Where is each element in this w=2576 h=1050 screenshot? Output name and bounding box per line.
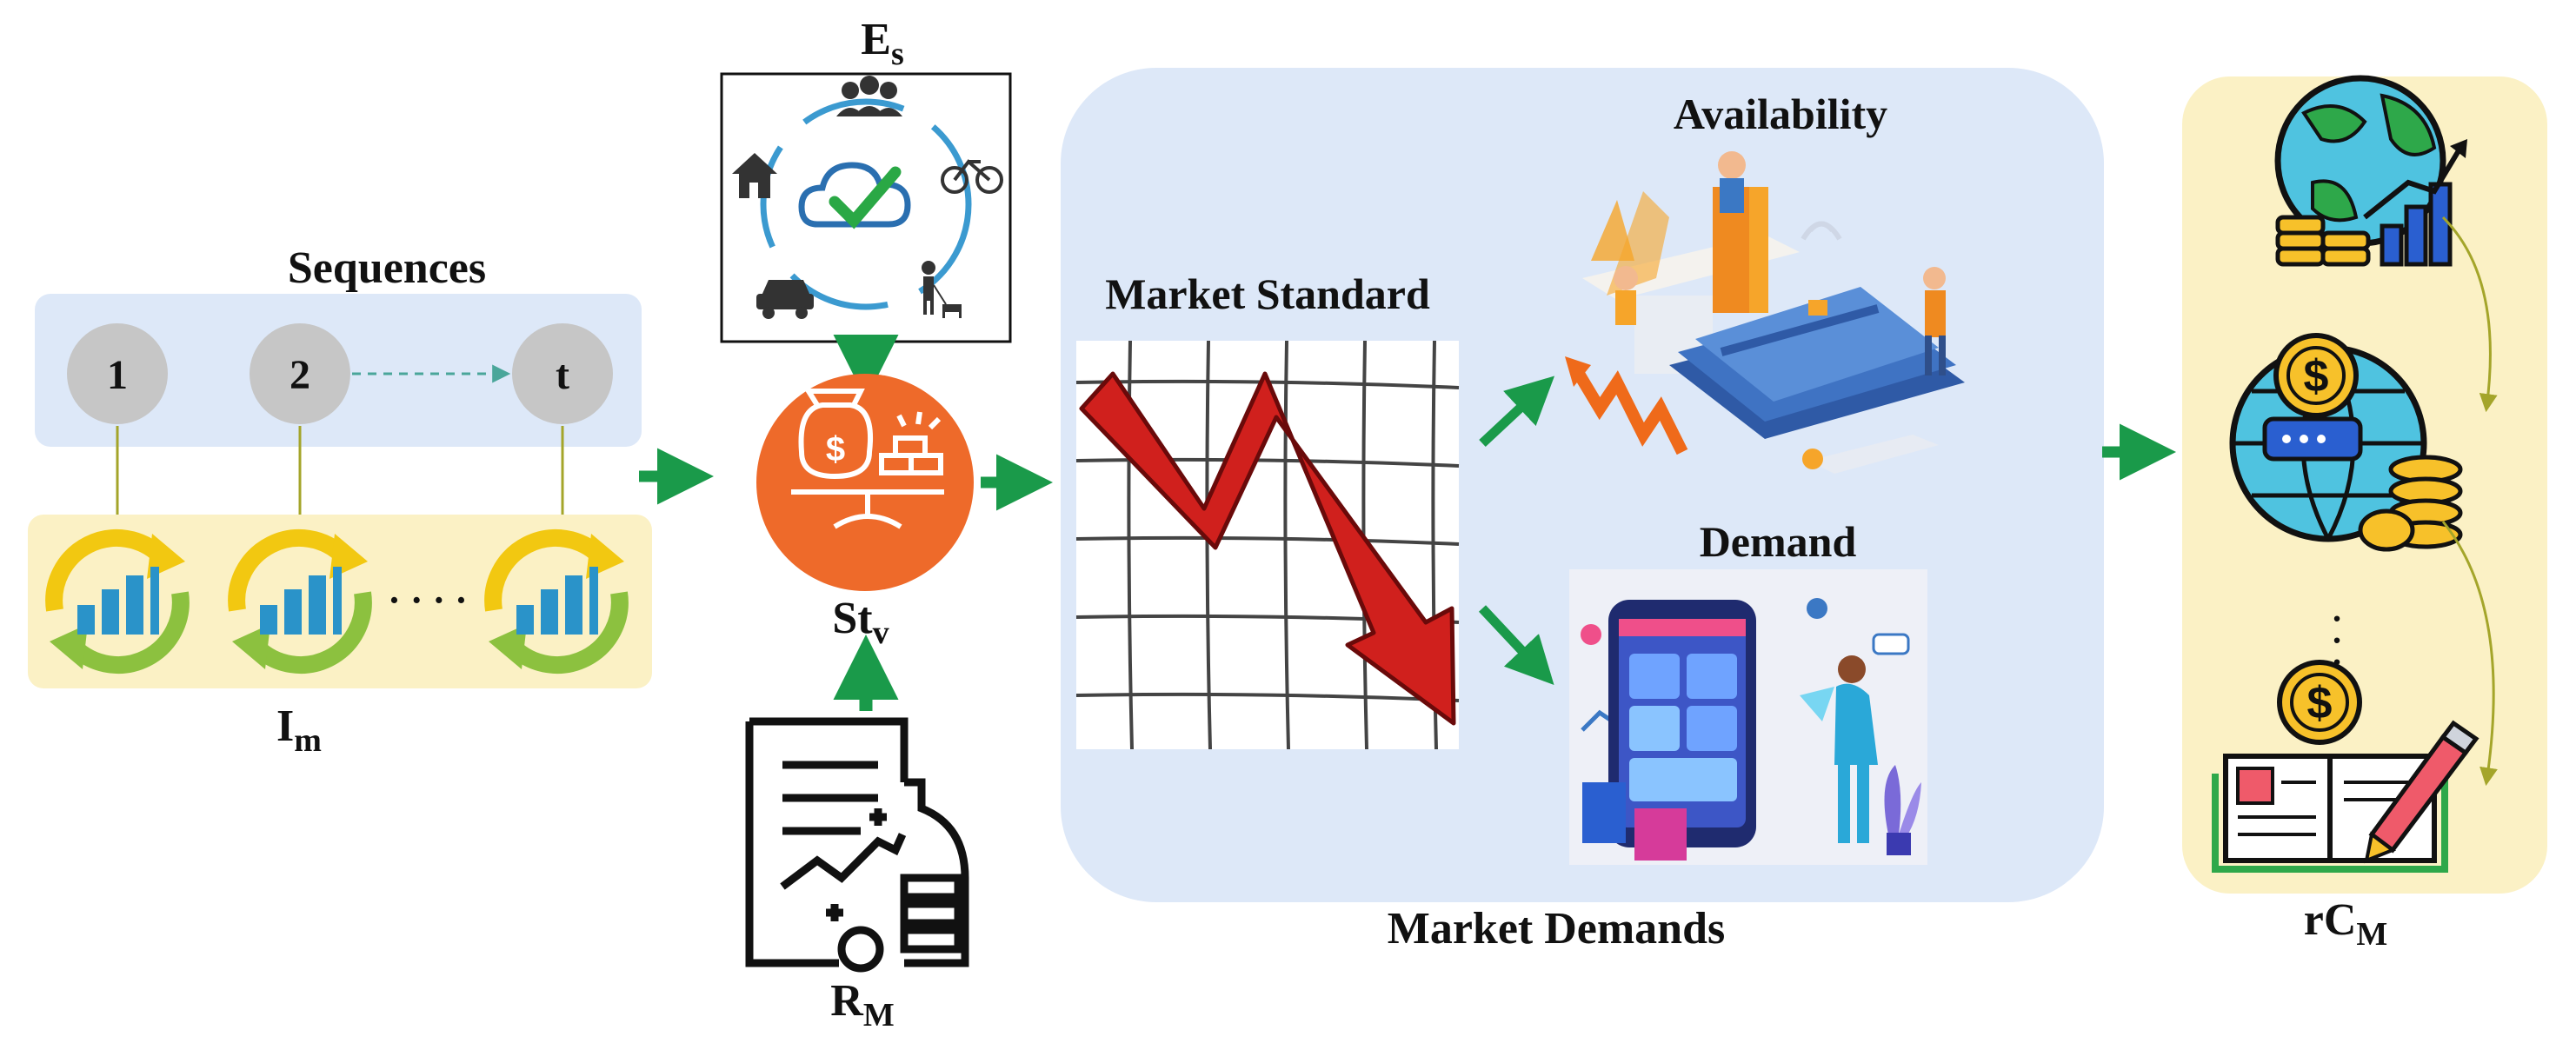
im-label-sub: m: [294, 722, 322, 759]
arrow-rcm-1: [2441, 216, 2498, 413]
downtrend-arrow: [1079, 371, 1456, 726]
sequence-node-1-label: 1: [107, 352, 128, 398]
sequence-node-2-label: 2: [290, 352, 310, 398]
sequence-node-t-label: t: [556, 352, 569, 398]
money-bag-icon: $: [791, 389, 944, 529]
book-coin-pencil-icon: [2212, 662, 2479, 873]
sequence-node-t: [512, 323, 613, 424]
rcm-vdots-2: ·: [2331, 621, 2342, 660]
rm-label-main: R: [830, 976, 864, 1026]
market-report-icon: [745, 717, 969, 973]
sequence-node-2: [250, 323, 350, 424]
sequence-node-1: [67, 323, 168, 424]
availability-illustration: [1565, 151, 1965, 474]
arrow-to-availability: [1479, 375, 1555, 448]
cycle-dots: · · · ·: [388, 579, 468, 621]
stv-label-sub: v: [873, 615, 889, 651]
sequences-label: Sequences: [288, 243, 486, 293]
bike-icon: [941, 159, 1003, 194]
rcm-label-main: rC: [2304, 895, 2357, 945]
demand-illustration: [1581, 598, 1921, 861]
cloud-icon: [798, 162, 911, 228]
check-icon: [829, 166, 902, 229]
rcm-label: rCM: [2304, 895, 2388, 953]
im-label: Im: [276, 701, 322, 759]
svg-text:$: $: [826, 430, 845, 469]
es-label-main: E: [861, 15, 891, 64]
stv-balance-icon: [756, 374, 974, 591]
arrow-to-demand: [1478, 605, 1554, 686]
es-label: Es: [861, 15, 903, 72]
es-cycle-ring: [760, 98, 972, 310]
rcm-vdots-1: ·: [2331, 599, 2342, 638]
globe-growth-icon: [2274, 75, 2467, 267]
stv-label-main: St: [832, 594, 873, 643]
rcm-label-sub: M: [2356, 916, 2387, 953]
car-icon: [756, 280, 814, 319]
arrow-rcm-2: [2441, 521, 2498, 787]
stv-label: Stv: [832, 594, 889, 651]
es-label-sub: s: [891, 36, 904, 72]
market-demands-label: Market Demands: [1388, 904, 1726, 954]
availability-label: Availability: [1674, 90, 1887, 138]
globe-coins-icon: [2229, 336, 2463, 552]
market-standard-label: Market Standard: [1105, 269, 1430, 318]
rm-label-sub: M: [863, 997, 895, 1033]
demand-label: Demand: [1700, 517, 1857, 566]
rm-label: RM: [830, 976, 894, 1033]
dog-walker-icon: [922, 261, 962, 318]
im-label-main: I: [276, 701, 294, 751]
house-icon: [732, 153, 777, 198]
people-icon: [836, 76, 902, 116]
